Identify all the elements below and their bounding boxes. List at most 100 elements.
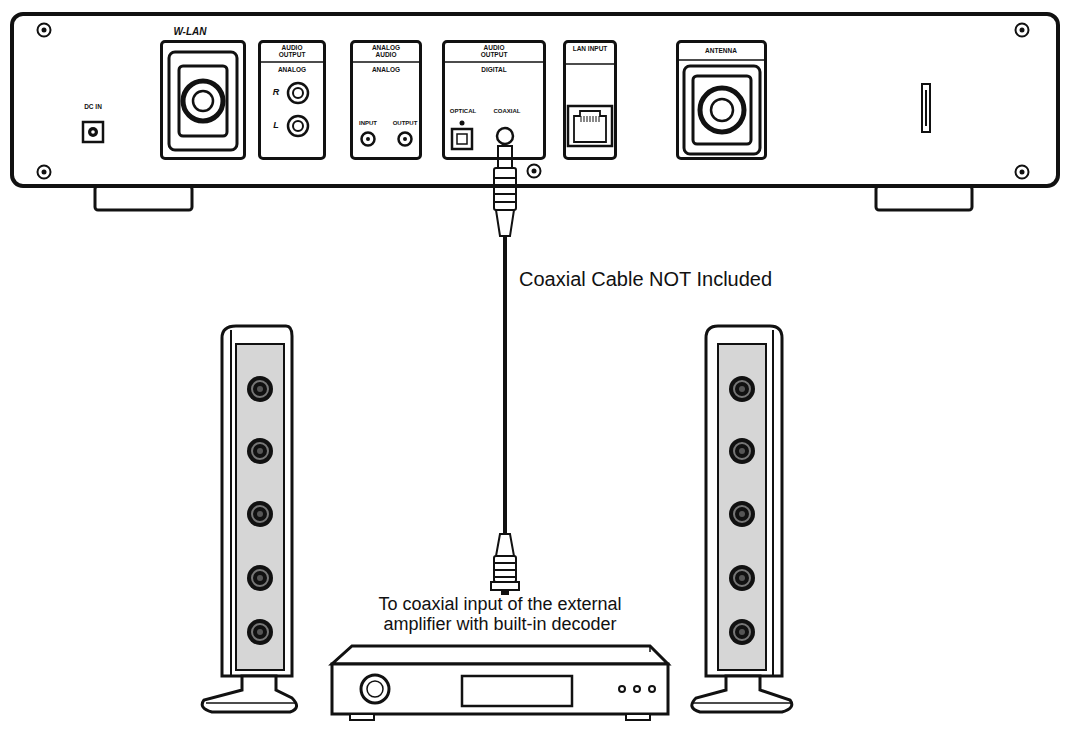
rj45-port	[584, 116, 585, 122]
rj45-port	[568, 106, 612, 146]
panel-label: DC IN	[73, 103, 113, 110]
speaker	[729, 619, 755, 645]
amplifier	[649, 646, 651, 652]
speaker	[236, 344, 284, 670]
speaker	[222, 326, 292, 676]
header-divider	[678, 59, 765, 61]
rca-plug	[491, 534, 519, 594]
rca-jack	[288, 116, 308, 136]
antenna-section: ANTENNA	[676, 40, 767, 160]
amplifier	[634, 686, 640, 692]
rca-plug	[494, 562, 516, 564]
panel-label: OPTICAL	[444, 108, 482, 115]
header-divider	[352, 61, 420, 63]
rj45-port	[574, 111, 606, 142]
antenna-connector	[700, 88, 744, 132]
speaker	[692, 326, 792, 712]
panel-foot	[95, 186, 192, 210]
mini-jack	[366, 137, 370, 141]
rca-plug	[496, 210, 514, 236]
mini-jack	[403, 137, 407, 141]
rca-plug	[494, 201, 516, 203]
rca-plug	[498, 146, 512, 168]
dc-jack	[83, 122, 103, 142]
amplifier	[619, 686, 625, 692]
optical-jack	[452, 129, 472, 149]
antenna-connector	[684, 66, 760, 154]
panel-foot	[95, 186, 972, 210]
amplifier	[462, 676, 572, 706]
speaker	[247, 438, 273, 464]
speaker	[202, 676, 296, 712]
rca-jack	[288, 83, 308, 103]
screw	[528, 165, 541, 178]
screw	[38, 166, 51, 179]
panel-label: AUDIO OUTPUT	[472, 44, 516, 58]
panel-label: AUDIO OUTPUT	[270, 44, 314, 58]
speaker	[718, 344, 766, 670]
rj45-port	[599, 116, 600, 122]
panel-label: COAXIAL	[485, 108, 529, 115]
rca-plug	[502, 590, 508, 594]
amplifier	[367, 681, 383, 697]
speaker	[772, 330, 774, 676]
panel-foot	[876, 186, 972, 210]
speaker	[729, 565, 755, 591]
rca-plug	[491, 582, 519, 590]
amplifier	[649, 686, 655, 692]
wlan-section: W-LAN	[160, 40, 246, 160]
caption-text: To coaxial input of the external amplifi…	[295, 595, 705, 635]
rca-jack	[293, 121, 303, 131]
dc-jack	[88, 127, 98, 137]
screw	[38, 24, 51, 37]
amplifier	[332, 664, 668, 714]
speaker	[247, 501, 273, 527]
side-slot	[922, 84, 930, 132]
side-slot	[922, 84, 930, 132]
panel-label: OUTPUT	[388, 120, 422, 127]
rca-plug	[496, 534, 514, 556]
coaxial-jack	[497, 128, 513, 144]
side-slot	[925, 90, 927, 126]
rear-panel: DC IN W-LAN AUDIO OUTPUT ANALOG R L ANALOG AUD…	[10, 12, 1060, 188]
speaker	[247, 376, 273, 402]
header-divider	[260, 61, 324, 63]
amplifier	[332, 646, 668, 720]
rca-plug	[494, 193, 516, 195]
optical-jack	[457, 134, 467, 144]
panel-label: LAN INPUT	[570, 45, 610, 52]
panel-label: R	[270, 88, 282, 98]
speaker	[692, 702, 792, 704]
rj45-port	[593, 116, 594, 122]
amplifier-node: To coaxial input of the external amplifi…	[300, 595, 720, 725]
speaker	[202, 326, 296, 712]
panel-label: ANALOG AUDIO	[364, 44, 408, 58]
speaker	[729, 501, 755, 527]
speaker	[729, 438, 755, 464]
amplifier	[626, 714, 650, 720]
optical-jack	[452, 121, 472, 150]
screw	[1016, 24, 1029, 37]
panel-label: INPUT	[352, 120, 384, 127]
rj45-port	[568, 106, 612, 146]
antenna-connector	[693, 76, 751, 144]
mini-jack	[362, 133, 375, 146]
speaker	[247, 619, 273, 645]
dc-jack	[83, 122, 103, 142]
panel-label: W-LAN	[165, 26, 215, 37]
rj45-port	[587, 116, 588, 122]
header-divider	[444, 61, 544, 63]
speaker	[247, 565, 273, 591]
rj45-port	[596, 116, 597, 122]
rca-plug	[494, 177, 516, 179]
amplifier	[332, 646, 668, 664]
panel-label: ANALOG	[356, 66, 416, 73]
panel-label: L	[270, 121, 282, 131]
wlan-connector	[169, 52, 237, 150]
optical-jack	[460, 121, 465, 126]
rca-plug	[494, 556, 516, 582]
cable-label: Coaxial Cable NOT Included	[516, 268, 775, 291]
speaker	[230, 330, 232, 676]
digital-output-section: AUDIO OUTPUTDIGITALOPTICALCOAXIAL	[442, 40, 546, 160]
